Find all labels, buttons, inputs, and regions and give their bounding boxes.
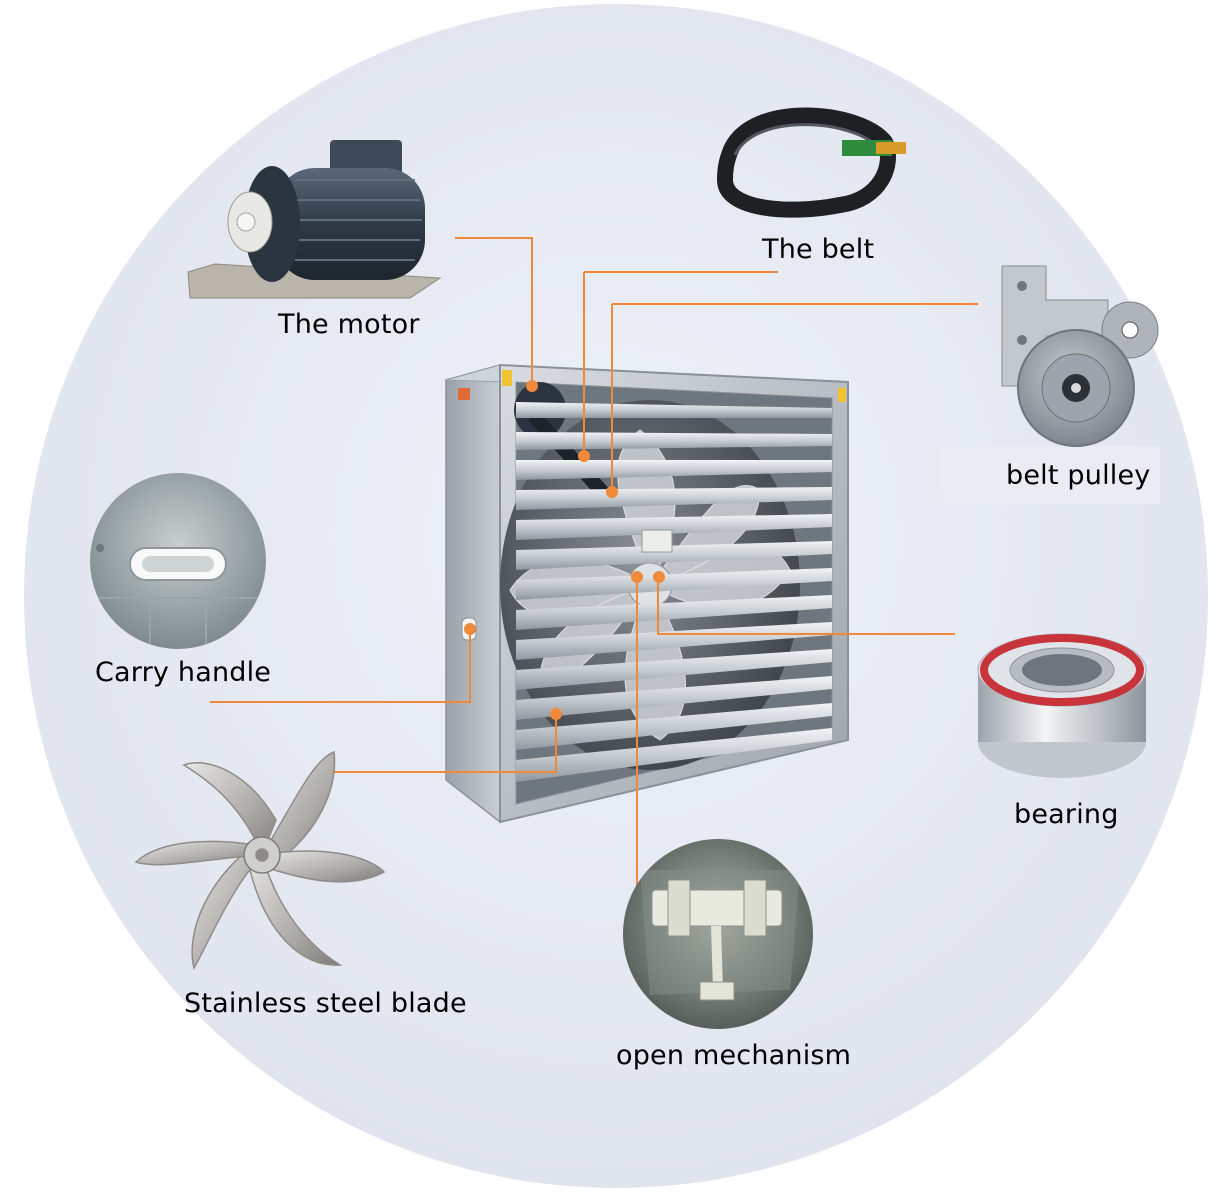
label-carry-handle: Carry handle <box>95 657 271 688</box>
label-belt: The belt <box>761 234 874 265</box>
fan-blade-icon <box>134 750 386 971</box>
shutter-louvers <box>516 402 832 782</box>
leader-line-handle <box>210 634 471 703</box>
label-open-mechanism: open mechanism <box>616 1040 851 1071</box>
label-bearing: bearing <box>1014 799 1119 830</box>
leader-line-motor <box>455 237 533 386</box>
exhaust-fan-icon <box>445 363 849 824</box>
marker-dot <box>526 380 538 392</box>
label-backdrop <box>940 446 1160 504</box>
label-motor: The motor <box>277 309 420 340</box>
belt-pulley-icon <box>1001 265 1159 447</box>
marker-dot <box>578 450 590 462</box>
label-blade: Stainless steel blade <box>184 988 467 1019</box>
carry-handle-icon <box>90 473 266 649</box>
marker-dot <box>631 571 643 583</box>
leader-lines <box>210 237 978 890</box>
electric-motor-icon <box>187 140 442 299</box>
label-belt-pulley: belt pulley <box>1006 460 1150 491</box>
shutter-mechanism-icon <box>623 839 813 1029</box>
leader-line-blade <box>330 712 557 773</box>
marker-dot <box>653 571 665 583</box>
marker-dot <box>464 623 476 635</box>
leader-line-bearing <box>657 578 955 635</box>
leader-dots <box>464 380 665 720</box>
bearing-icon <box>977 633 1147 778</box>
marker-dot <box>606 486 618 498</box>
marker-dot <box>550 708 562 720</box>
drive-belt-icon <box>716 107 906 218</box>
